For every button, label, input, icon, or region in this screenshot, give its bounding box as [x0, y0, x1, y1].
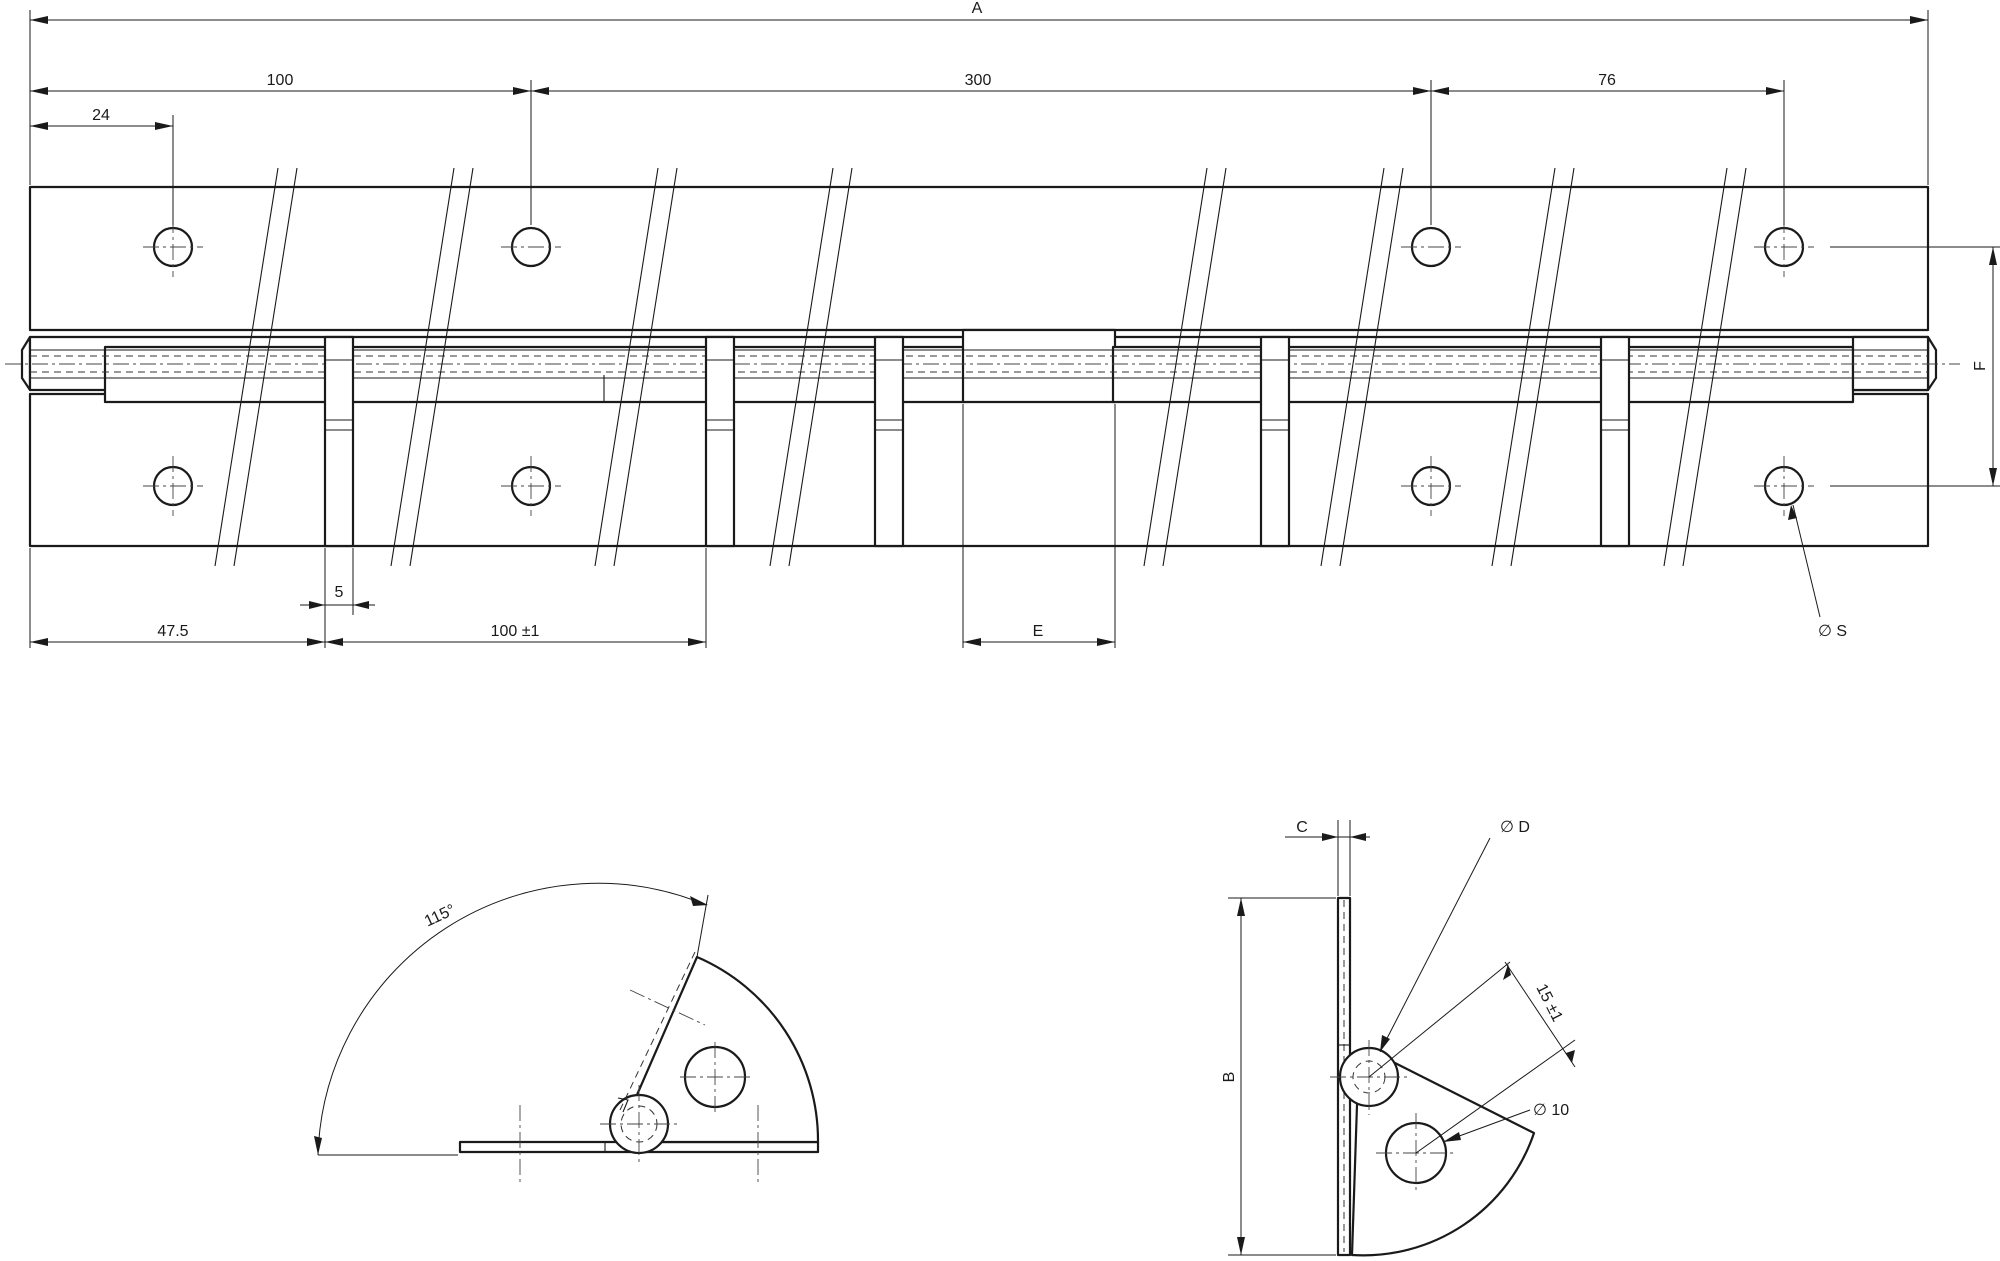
knuckle-seg-1	[103, 345, 967, 404]
break-lines	[214, 167, 1747, 567]
lower-leaf	[28, 392, 1930, 548]
dim-24: 24	[92, 107, 110, 124]
mounting-holes	[143, 217, 1814, 516]
dim-47-5: 47.5	[157, 623, 188, 640]
dim-F: F	[1972, 361, 1989, 371]
angle-arc	[317, 882, 707, 1156]
knuckle-seg-2	[961, 328, 1117, 404]
dim-E: E	[1033, 623, 1044, 640]
dim-5: 5	[335, 584, 344, 601]
dim-100: 100	[267, 72, 294, 89]
leader-S	[1792, 504, 1821, 618]
upper-leaf	[28, 185, 1930, 332]
dim-S: ∅ S	[1818, 623, 1847, 640]
side-view-closed: C B ∅ D 15 ±1 ∅ 10	[1221, 819, 1576, 1257]
dim-300: 300	[965, 72, 992, 89]
dim-115: 115°	[422, 901, 458, 930]
dim-15: 15 ±1	[1532, 981, 1565, 1024]
pin-right-end	[1926, 335, 1938, 392]
knuckle-seg-3	[1111, 345, 1855, 404]
slot-1	[323, 335, 355, 548]
dim-100-tol: 100 ±1	[491, 623, 540, 640]
dim-D: ∅ D	[1500, 819, 1530, 836]
dimensions-top: A 100 300 76 24 5 47.5 100 ±1 E	[29, 0, 2000, 648]
knuckle-seg-4	[1851, 335, 1930, 392]
dim-A: A	[972, 0, 983, 17]
leader-D	[1379, 837, 1491, 1053]
dim-C: C	[1296, 819, 1308, 836]
slot-2	[704, 335, 736, 548]
hinge-top-view	[5, 167, 1960, 567]
notch	[603, 375, 612, 403]
dim-76: 76	[1598, 72, 1616, 89]
dim-10: ∅ 10	[1533, 1102, 1569, 1119]
slot-5	[1599, 335, 1631, 548]
side-view-open: 115°	[314, 882, 820, 1185]
knuckle-slots	[323, 335, 1631, 548]
pin-left-end	[20, 335, 32, 392]
dim-B: B	[1221, 1072, 1238, 1083]
slot-3	[873, 335, 905, 548]
hidden-edge	[619, 951, 696, 1111]
slot-4	[1259, 335, 1291, 548]
